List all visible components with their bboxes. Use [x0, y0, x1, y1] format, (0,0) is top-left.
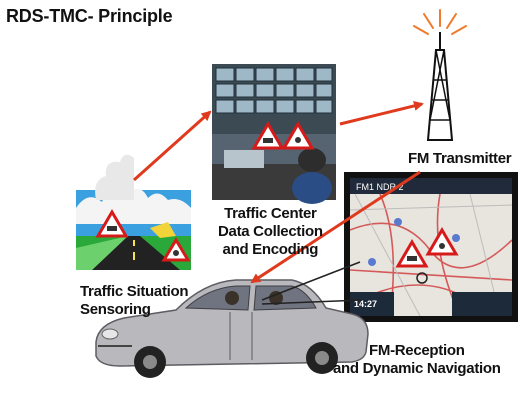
nav-screen-time: 14:27 [354, 299, 377, 309]
fm-transmitter-tower-icon [413, 9, 467, 141]
navigation-display: FM1 NDR 2 14:27 [344, 172, 518, 322]
warning-sign-icon [281, 121, 315, 150]
label-traffic-sensing: Traffic Situation Sensoring [80, 283, 189, 319]
label-traffic-center-line2: Data Collection [218, 223, 323, 240]
label-traffic-center-line1: Traffic Center [224, 205, 317, 222]
label-fm-transmitter-text: FM Transmitter [408, 150, 512, 167]
nav-screen-station: FM1 NDR 2 [356, 182, 404, 192]
label-traffic-center: Traffic Center Data Collection and Encod… [218, 205, 323, 259]
warning-sign-icon [395, 239, 429, 268]
label-fm-transmitter: FM Transmitter [408, 150, 512, 168]
traffic-sensing-illustration [76, 154, 191, 270]
label-traffic-sensing-line2: Sensoring [80, 301, 151, 318]
radio-waves-icon [413, 9, 467, 35]
car-illustration [95, 279, 369, 378]
label-traffic-sensing-line1: Traffic Situation [80, 283, 189, 300]
label-fm-reception-line2: and Dynamic Navigation [333, 360, 501, 377]
traffic-center-photo [212, 64, 336, 204]
warning-sign-icon [95, 209, 129, 238]
arrow-sensing-to-center [132, 110, 212, 182]
label-fm-reception: FM-Reception and Dynamic Navigation [333, 342, 501, 378]
warning-sign-icon [425, 227, 459, 256]
arrow-transmitter-to-car [250, 170, 421, 284]
arrow-center-to-transmitter [339, 101, 424, 126]
label-fm-reception-line1: FM-Reception [369, 342, 465, 359]
car-nav-connector [261, 261, 363, 305]
label-traffic-center-line3: and Encoding [222, 241, 319, 258]
warning-sign-icon [251, 121, 285, 150]
diagram-title: RDS-TMC- Principle [6, 6, 173, 26]
warning-sign-icon [161, 237, 191, 262]
